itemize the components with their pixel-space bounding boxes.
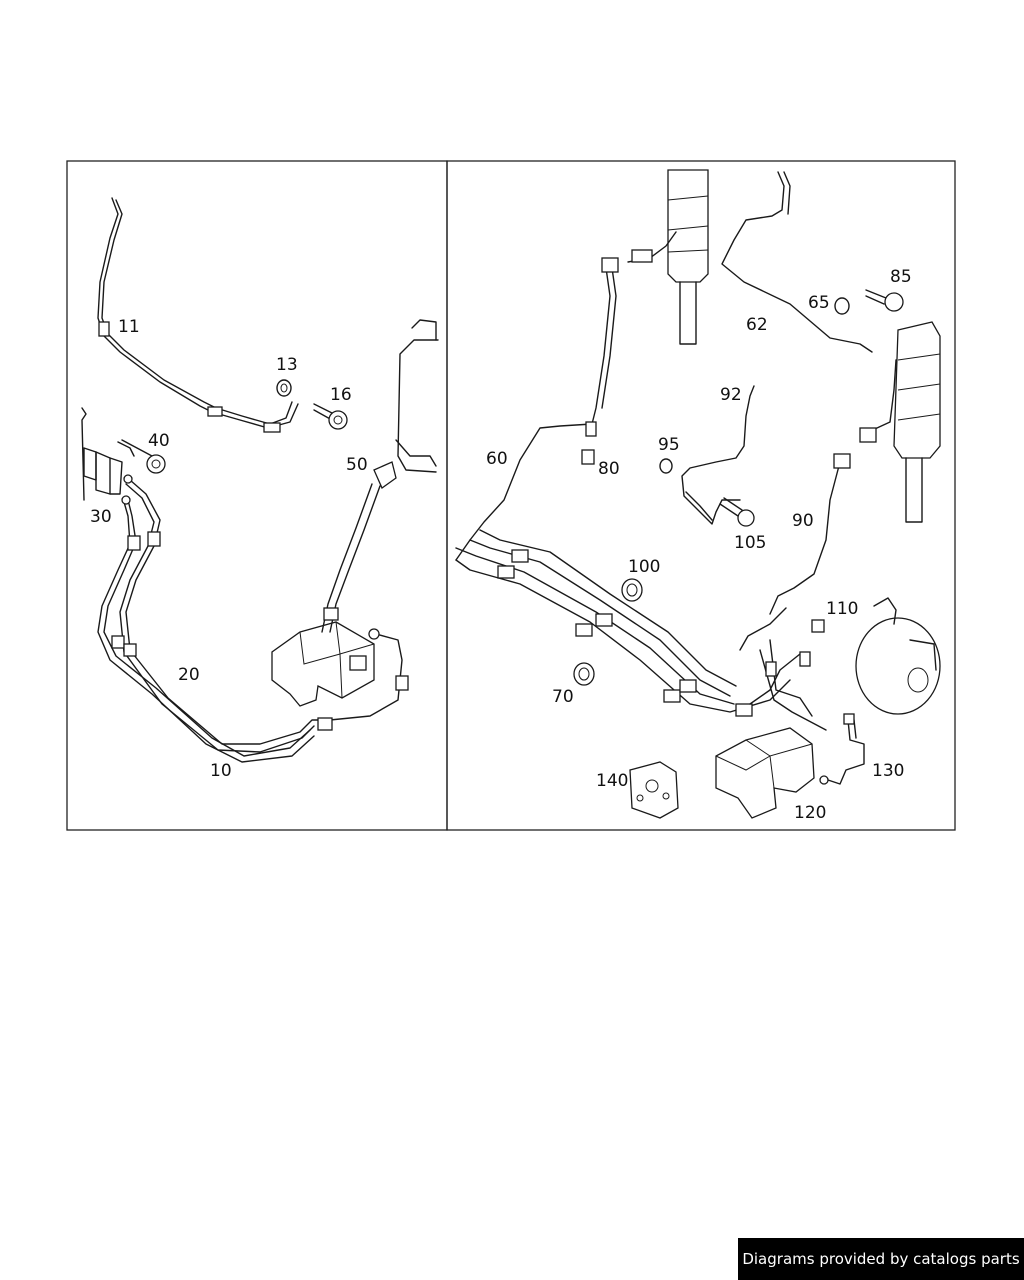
label-13: 13 — [276, 355, 298, 375]
label-11: 11 — [118, 317, 140, 337]
part-16-bolt — [313, 403, 348, 430]
label-85: 85 — [890, 267, 912, 287]
label-50: 50 — [346, 455, 368, 475]
pump — [855, 597, 941, 715]
part-100-grommet — [621, 578, 643, 602]
part-90-line — [769, 359, 897, 615]
right-panel-frame — [446, 160, 956, 831]
part-110-fitting — [811, 619, 825, 633]
label-130: 130 — [872, 761, 904, 781]
part-13-washer — [276, 379, 292, 397]
part-70-grommet — [573, 662, 595, 686]
part-65-washer — [834, 297, 850, 315]
label-20: 20 — [178, 665, 200, 685]
pipe-bundle — [455, 529, 801, 717]
strut-right — [893, 321, 941, 523]
part-120-valve-block — [715, 639, 827, 819]
label-16: 16 — [330, 385, 352, 405]
part-105-bolt — [719, 497, 755, 527]
part-62-line — [721, 171, 873, 353]
part-60-line — [455, 231, 677, 561]
label-10: 10 — [210, 761, 232, 781]
label-30: 30 — [90, 507, 112, 527]
label-80: 80 — [598, 459, 620, 479]
part-140-mount — [629, 761, 679, 819]
label-95: 95 — [658, 435, 680, 455]
reservoir — [395, 319, 439, 473]
label-105: 105 — [734, 533, 766, 553]
part-85-bolt — [865, 289, 904, 312]
part-92-line — [681, 385, 755, 525]
label-100: 100 — [628, 557, 660, 577]
part-40-bolt — [117, 439, 166, 474]
label-140: 140 — [596, 771, 628, 791]
left-panel-frame — [66, 160, 448, 831]
label-90: 90 — [792, 511, 814, 531]
label-40: 40 — [148, 431, 170, 451]
footer-credit: Diagrams provided by catalogs parts — [738, 1238, 1024, 1280]
part-80-fitting — [581, 421, 597, 465]
label-65: 65 — [808, 293, 830, 313]
parts-10-20-hoses — [97, 474, 409, 763]
part-95-washer — [659, 458, 673, 474]
label-60: 60 — [486, 449, 508, 469]
label-70: 70 — [552, 687, 574, 707]
part-30-bracket — [81, 407, 123, 501]
label-110: 110 — [826, 599, 858, 619]
part-50-hose — [321, 461, 397, 633]
part-130-line — [819, 713, 865, 785]
valve-block-left — [271, 621, 375, 707]
label-92: 92 — [720, 385, 742, 405]
strut-left — [667, 169, 709, 345]
part-11-line — [97, 197, 299, 433]
label-62: 62 — [746, 315, 768, 335]
label-120: 120 — [794, 803, 826, 823]
